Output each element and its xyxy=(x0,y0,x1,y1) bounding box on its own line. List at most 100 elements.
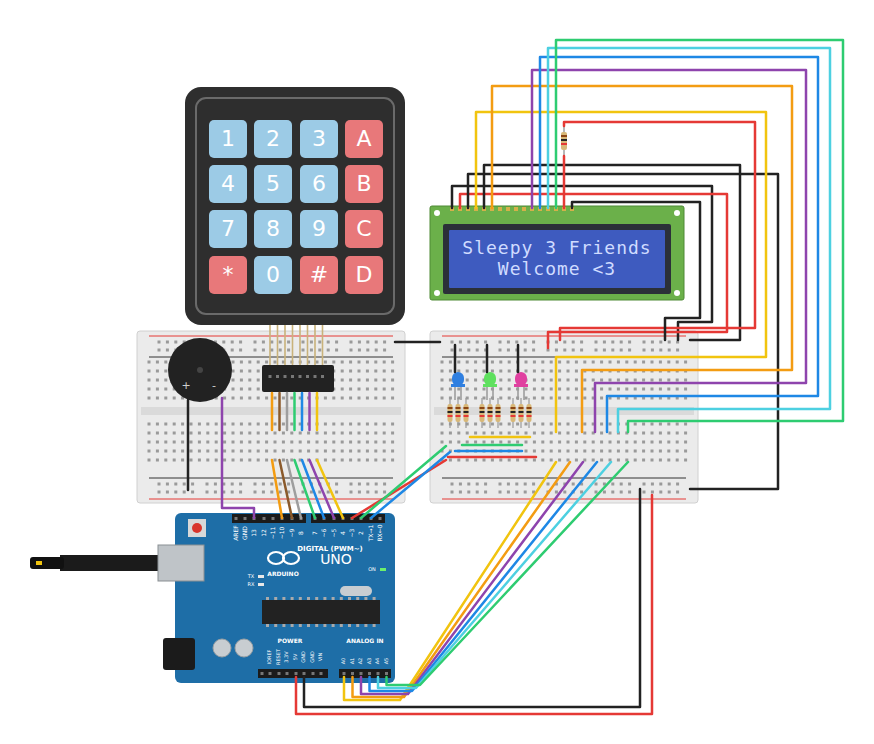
chip-pin xyxy=(282,624,285,627)
chip-pin xyxy=(340,624,343,627)
breadboard-hole xyxy=(282,450,285,453)
chip-pin xyxy=(299,624,302,627)
keypad-key-blue: 5 xyxy=(254,165,292,203)
breadboard-hole xyxy=(625,379,628,382)
breadboard-hole xyxy=(580,341,583,344)
logo-loop xyxy=(283,552,299,564)
breadboard-hole xyxy=(466,432,469,435)
breadboard-hole xyxy=(651,483,654,486)
breadboard-hole xyxy=(595,349,598,352)
breadboard-hole xyxy=(341,388,344,391)
header-pin xyxy=(314,375,317,378)
breadboard-hole xyxy=(499,388,502,391)
header-pin xyxy=(295,672,298,675)
breadboard-hole xyxy=(583,361,586,364)
breadboard-hole xyxy=(231,349,234,352)
breadboard-hole xyxy=(628,491,631,494)
wire xyxy=(353,462,571,697)
breadboard-hole xyxy=(164,370,167,373)
breadboard-hole xyxy=(349,379,352,382)
breadboard-hole xyxy=(206,423,209,426)
breadboard-hole xyxy=(174,491,177,494)
breadboard-hole xyxy=(183,483,186,486)
breadboard-hole xyxy=(603,341,606,344)
breadboard-hole xyxy=(349,450,352,453)
pin-label: AREF xyxy=(233,525,240,541)
breadboard-hole xyxy=(190,432,193,435)
breadboard-hole xyxy=(374,441,377,444)
wire xyxy=(378,462,611,688)
breadboard-hole xyxy=(474,370,477,373)
breadboard-hole xyxy=(191,483,194,486)
breadboard-hole xyxy=(198,459,201,462)
breadboard-hole xyxy=(156,423,159,426)
resistor-band xyxy=(496,407,501,409)
breadboard-hole xyxy=(232,397,235,400)
breadboard-hole xyxy=(206,450,209,453)
breadboard-hole xyxy=(232,361,235,364)
label-text: 5V xyxy=(292,654,298,661)
breadboard-hole xyxy=(307,441,310,444)
breadboard-hole xyxy=(558,370,561,373)
breadboard-hole xyxy=(567,361,570,364)
pin-label: A3 xyxy=(367,658,373,665)
breadboard-hole xyxy=(148,388,151,391)
resistor-band xyxy=(464,407,469,409)
breadboard-hole xyxy=(206,491,209,494)
breadboard-hole xyxy=(231,483,234,486)
breadboard-hole xyxy=(563,349,566,352)
breadboard-hole xyxy=(181,432,184,435)
breadboard-hole xyxy=(358,361,361,364)
breadboard-hole xyxy=(659,450,662,453)
breadboard-hole xyxy=(332,423,335,426)
arduino-uno xyxy=(30,513,395,683)
label-text: A1 xyxy=(349,658,355,665)
header-pin xyxy=(235,517,238,520)
breadboard-hole xyxy=(558,459,561,462)
breadboard-hole xyxy=(628,349,631,352)
breadboard-hole xyxy=(676,388,679,391)
breadboard-hole xyxy=(583,379,586,382)
breadboard-hole xyxy=(507,491,510,494)
breadboard-hole xyxy=(508,441,511,444)
breadboard-hole xyxy=(181,450,184,453)
breadboard-hole xyxy=(324,432,327,435)
header-pin xyxy=(306,375,309,378)
header-pin xyxy=(360,672,363,675)
breadboard-hole xyxy=(366,361,369,364)
breadboard-hole xyxy=(441,441,444,444)
breadboard-hole xyxy=(282,432,285,435)
pin-label: GND xyxy=(242,526,249,540)
digital-header xyxy=(232,514,306,523)
breadboard-hole xyxy=(257,441,260,444)
breadboard-hole xyxy=(232,432,235,435)
breadboard-hole xyxy=(484,483,487,486)
breadboard-hole xyxy=(651,423,654,426)
breadboard-hole xyxy=(239,349,242,352)
breadboard-hole xyxy=(532,341,535,344)
breadboard-hole xyxy=(642,379,645,382)
breadboard-hole xyxy=(508,423,511,426)
chip-pin xyxy=(356,624,359,627)
breadboard-hole xyxy=(628,341,631,344)
lcd-pin xyxy=(506,207,510,211)
keypad-bezel xyxy=(196,98,394,314)
label-text: ~5 xyxy=(330,529,337,538)
breadboard-hole xyxy=(287,341,290,344)
breadboard-hole xyxy=(491,361,494,364)
header-pin xyxy=(263,517,266,520)
breadboard-hole xyxy=(572,349,575,352)
pin-label: ~3 xyxy=(349,529,356,538)
wire xyxy=(370,462,598,691)
breadboard-hole xyxy=(507,341,510,344)
breadboard-hole xyxy=(375,483,378,486)
breadboard-hole xyxy=(474,423,477,426)
node-text: Sleepy 3 Friends xyxy=(462,238,651,259)
reset-cap xyxy=(192,523,202,533)
rail-line xyxy=(149,478,393,479)
breadboard-hole xyxy=(374,379,377,382)
breadboard-hole xyxy=(474,441,477,444)
breadboard-hole xyxy=(525,361,528,364)
breadboard-hole xyxy=(248,361,251,364)
